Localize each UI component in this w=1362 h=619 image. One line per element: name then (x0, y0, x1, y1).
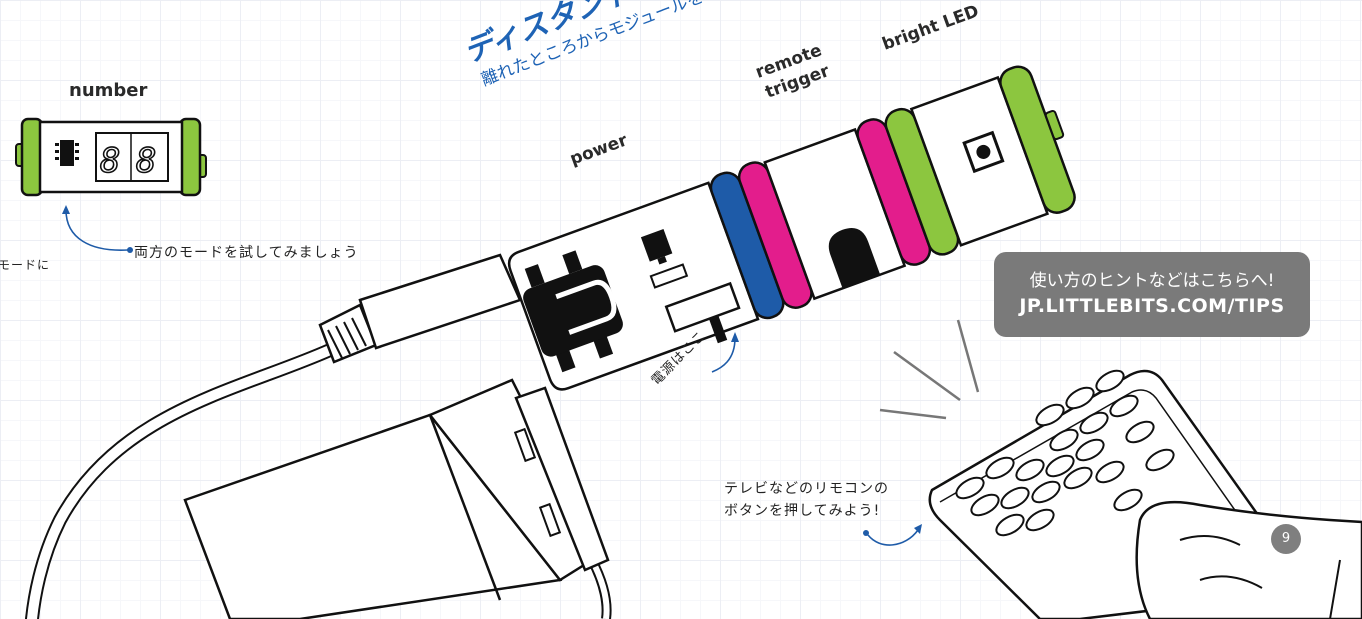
try-both-modes-note: 両方のモードを試してみましょう (134, 245, 359, 261)
remote-note-line1: テレビなどのリモコンの (724, 481, 889, 497)
page-number: 9 (1271, 524, 1301, 554)
remote-control (928, 369, 1362, 619)
mode-note-left: モードに (0, 258, 51, 272)
battery (183, 378, 610, 619)
tips-url-link[interactable]: JP.LITTLEBITS.COM/TIPS (1019, 295, 1285, 317)
plug (318, 253, 522, 364)
remote-note: テレビなどのリモコンの ボタンを押してみよう! (724, 478, 889, 522)
svg-text:8: 8 (136, 141, 156, 181)
number-module: 8 8 (15, 117, 207, 197)
module-chain (507, 65, 1076, 391)
tips-box: 使い方のヒントなどはこちらへ! JP.LITTLEBITS.COM/TIPS (994, 252, 1310, 337)
number-label: number (69, 80, 148, 101)
svg-text:8: 8 (100, 141, 120, 181)
remote-note-line2: ボタンを押してみよう! (724, 503, 881, 519)
tips-line1: 使い方のヒントなどはこちらへ! (1029, 271, 1275, 291)
